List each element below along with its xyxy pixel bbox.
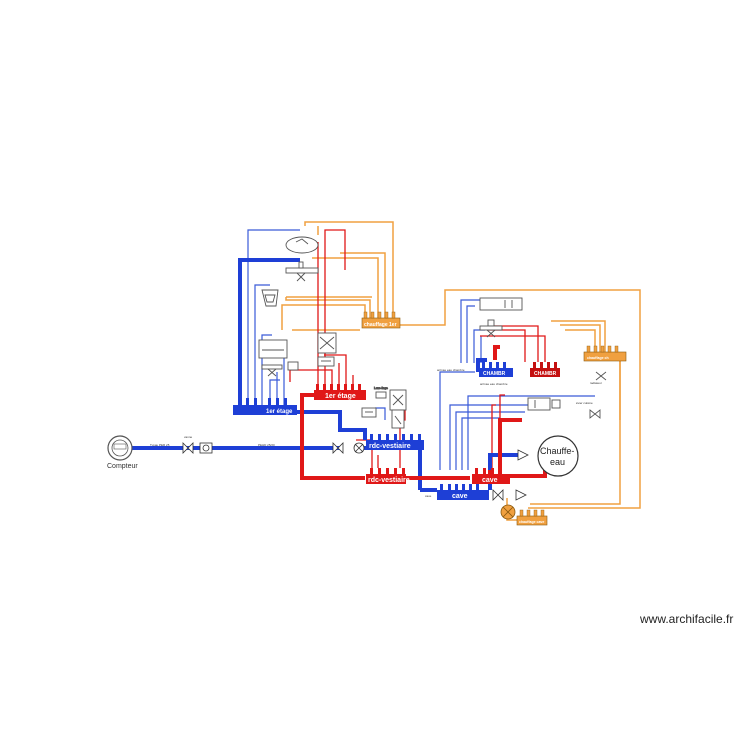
note-radiateur: radiateur bbox=[590, 381, 602, 385]
note-chambre-2: arrivée eau chambre bbox=[480, 382, 508, 386]
main-pipe-label-b: PEHD 25/20 bbox=[258, 443, 275, 447]
main-pipe-label-a: Tuyau PER 25 bbox=[150, 443, 170, 447]
manifold-hot-rdc-label: rdc-vestiaire bbox=[368, 477, 410, 484]
sink-rdc-icon bbox=[361, 407, 377, 418]
manifold-cold-cave: cave bbox=[437, 484, 489, 500]
check-valve-icon bbox=[492, 449, 529, 501]
water-meter: Compteur bbox=[107, 435, 138, 470]
basin-icon bbox=[285, 236, 319, 254]
fixtures-1er bbox=[258, 236, 337, 377]
heating-lines bbox=[281, 221, 641, 521]
watermark-text: www.archifacile.fr bbox=[640, 612, 734, 626]
manifold-hot-1er-label: 1er étage bbox=[325, 393, 356, 400]
valve-chambre-icon bbox=[595, 371, 607, 381]
manifold-hot-chambre: CHAMBR bbox=[530, 362, 560, 377]
hot-main bbox=[300, 345, 547, 480]
note-chambre-1: arrivée eau chambre bbox=[437, 368, 465, 372]
fixtures-chambre bbox=[479, 297, 607, 419]
manifold-cold-cave-label: cave bbox=[452, 493, 468, 500]
valve-radiator-icon bbox=[589, 409, 601, 419]
manifold-heating-cave: chauffage cave bbox=[516, 509, 548, 526]
chambre-bath-icon bbox=[479, 297, 523, 311]
manifold-hot-chambre-label: CHAMBR bbox=[534, 371, 557, 377]
manifold-heating-chambre-label: chauffage ch bbox=[587, 356, 609, 360]
manifold-cold-1er: 1er étage bbox=[233, 398, 297, 415]
kitchen-sink-icon bbox=[527, 397, 551, 411]
manifold-hot-rdc: rdc-vestiaire bbox=[366, 468, 410, 484]
manifold-heating-1er-label: chauffage 1er bbox=[364, 322, 397, 328]
compteur-label: Compteur bbox=[107, 463, 138, 470]
cold-main bbox=[132, 258, 520, 492]
expansion-vessel-icon bbox=[500, 504, 516, 520]
stop-valve-rdc-icon bbox=[332, 442, 365, 454]
note-cuisine: évier cuisine bbox=[576, 401, 593, 405]
water-heater: Chauffe- eau bbox=[537, 435, 579, 477]
chauffe-eau-label-1: Chauffe- bbox=[540, 446, 574, 456]
manifold-heating-1er: chauffage 1er bbox=[361, 311, 401, 329]
manifold-cold-chambre: CHAMBR bbox=[479, 362, 513, 377]
manifold-cold-chambre-label: CHAMBR bbox=[483, 371, 506, 377]
manifold-hot-cave-label: cave bbox=[482, 477, 498, 484]
manifold-heating-chambre: chauffage ch bbox=[583, 345, 627, 362]
main-valve-icon bbox=[182, 442, 194, 454]
manifold-heating-cave-label: chauffage cave bbox=[519, 520, 544, 524]
lave-linge-label: Lave-linge bbox=[374, 386, 388, 390]
vanne-label: vanne bbox=[184, 435, 193, 439]
manifold-cold-rdc-label: rdc-vestiaire bbox=[369, 443, 411, 450]
washbasin-icon bbox=[258, 339, 288, 359]
filter-icon bbox=[199, 442, 213, 454]
manifold-cold-1er-label: 1er étage bbox=[266, 409, 293, 415]
chauffe-eau-label-2: eau bbox=[550, 457, 565, 467]
tap-icon bbox=[285, 267, 319, 274]
radiator-icon bbox=[317, 356, 335, 367]
note-cave: cave bbox=[425, 494, 432, 498]
manifold-hot-1er: 1er étage bbox=[314, 384, 366, 400]
manifold-cold-rdc: rdc-vestiaire bbox=[366, 434, 424, 450]
manifold-hot-cave: cave bbox=[472, 468, 510, 484]
fixtures-rdc: Lave-linge bbox=[361, 386, 407, 429]
